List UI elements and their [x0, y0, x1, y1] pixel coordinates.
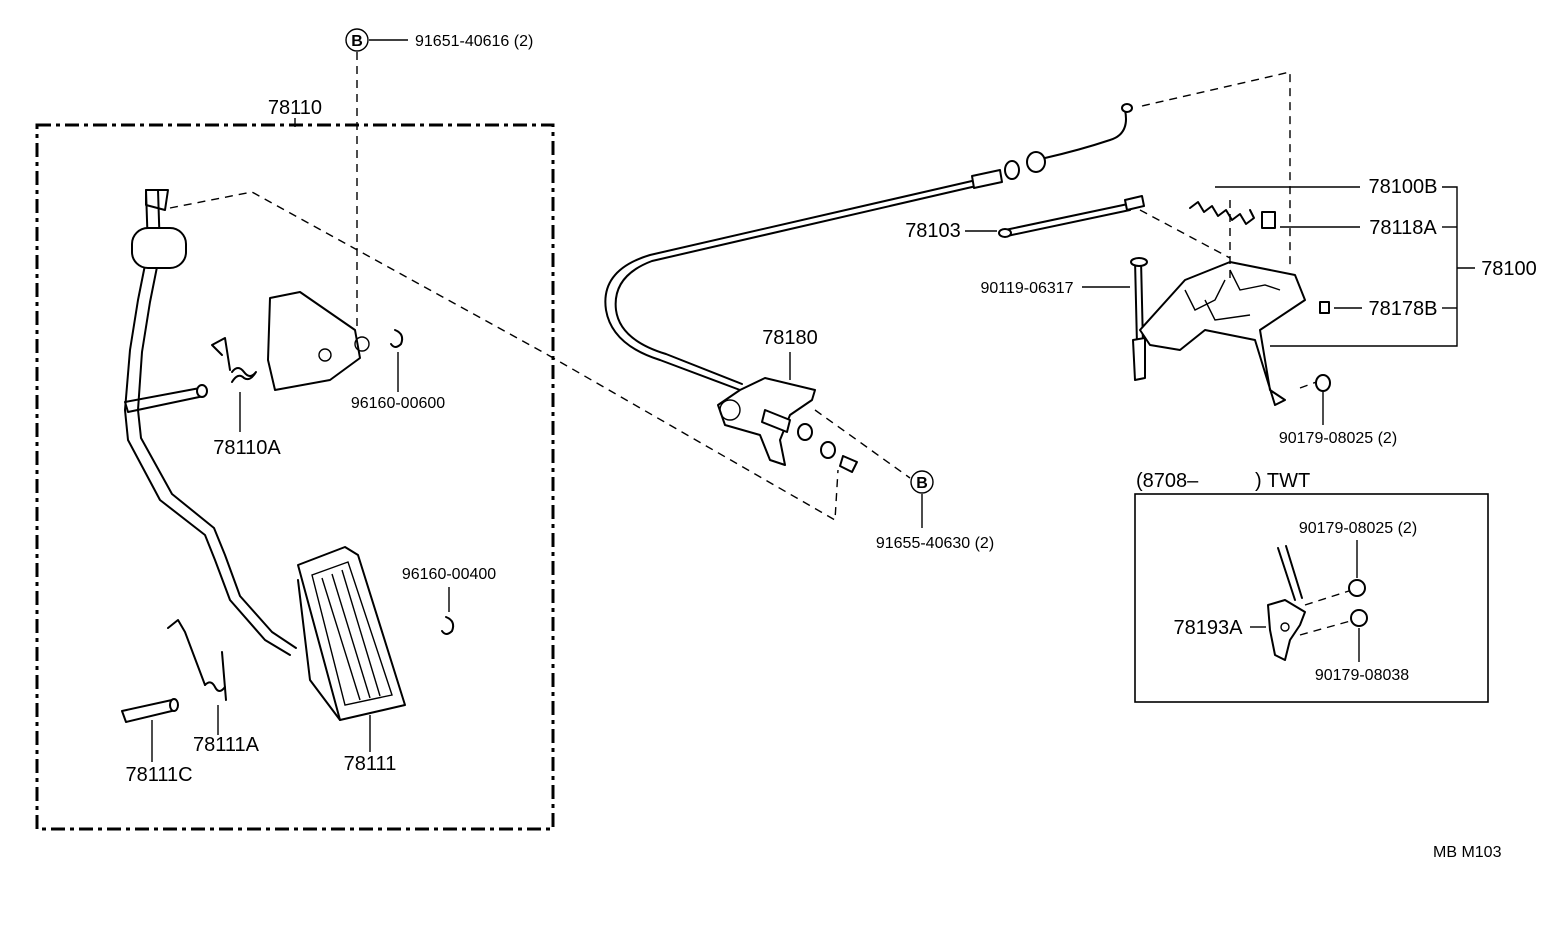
accelerator-cable [604, 71, 1291, 391]
label-78100: 78100 [1481, 258, 1537, 280]
label-96160-00600: 96160-00600 [351, 395, 445, 412]
label-78111A: 78111A [193, 734, 260, 756]
label-78193A: 78193A [1174, 617, 1244, 639]
spring-78110A [211, 337, 257, 432]
label-90179-08025-main: 90179-08025 (2) [1279, 430, 1397, 447]
label-inset-90179-08038: 90179-08038 [1315, 667, 1409, 684]
inset-bracket-78193A [1250, 545, 1355, 661]
spring-78111A [167, 619, 227, 735]
label-91655-40630: 91655-40630 (2) [876, 535, 994, 552]
label-78110A: 78110A [213, 437, 281, 459]
label-78111: 78111 [344, 753, 397, 775]
assy-78100-bracket [1270, 186, 1475, 347]
label-78111C: 78111C [125, 764, 192, 786]
inset-twt-box [1134, 493, 1489, 703]
pivot-shaft [124, 384, 208, 413]
inset-title-prefix: (8708– [1136, 470, 1199, 492]
label-78118A: 78118A [1369, 217, 1437, 239]
label-91651-40616: 91651-40616 (2) [415, 33, 533, 50]
callout-b-top [345, 28, 408, 330]
label-78180: 78180 [762, 327, 818, 349]
pin-78111C [121, 698, 179, 762]
label-78100B: 78100B [1369, 176, 1438, 198]
callout-b-top-letter: B [351, 33, 363, 50]
nut-90179-08025-main [1315, 374, 1331, 425]
label-90119-06317: 90119-06317 [980, 280, 1073, 297]
bracket-78180 [547, 352, 911, 522]
page-code: MB M103 [1433, 844, 1502, 861]
clip-96160-00600 [390, 329, 404, 392]
label-78110: 78110 [268, 97, 322, 119]
rod-78103 [965, 195, 1231, 259]
callout-b-bottom-letter: B [916, 475, 928, 492]
label-96160-00400: 96160-00400 [402, 566, 496, 583]
clip-96160-00400 [441, 587, 455, 635]
label-inset-90179-08025: 90179-08025 (2) [1299, 520, 1417, 537]
inset-title-suffix: ) TWT [1255, 470, 1310, 492]
inset-nut-08038 [1350, 609, 1368, 662]
bolt-90119-06317 [1082, 257, 1148, 346]
pedal-arm [124, 189, 549, 656]
pedal-pad-78111 [297, 546, 406, 752]
label-78178B: 78178B [1369, 298, 1438, 320]
pedal-bracket [267, 291, 370, 391]
cushion-78118A [1261, 211, 1360, 229]
link-assembly-78100 [1132, 200, 1323, 406]
callout-b-bottom [910, 470, 934, 528]
pedal-assembly-frame [35, 118, 555, 831]
spring-78100B [1189, 186, 1360, 225]
stopper-78178B [1319, 301, 1362, 314]
bracket-fasteners [797, 423, 858, 473]
inset-nut-08025 [1348, 540, 1366, 597]
label-78103: 78103 [905, 220, 961, 242]
